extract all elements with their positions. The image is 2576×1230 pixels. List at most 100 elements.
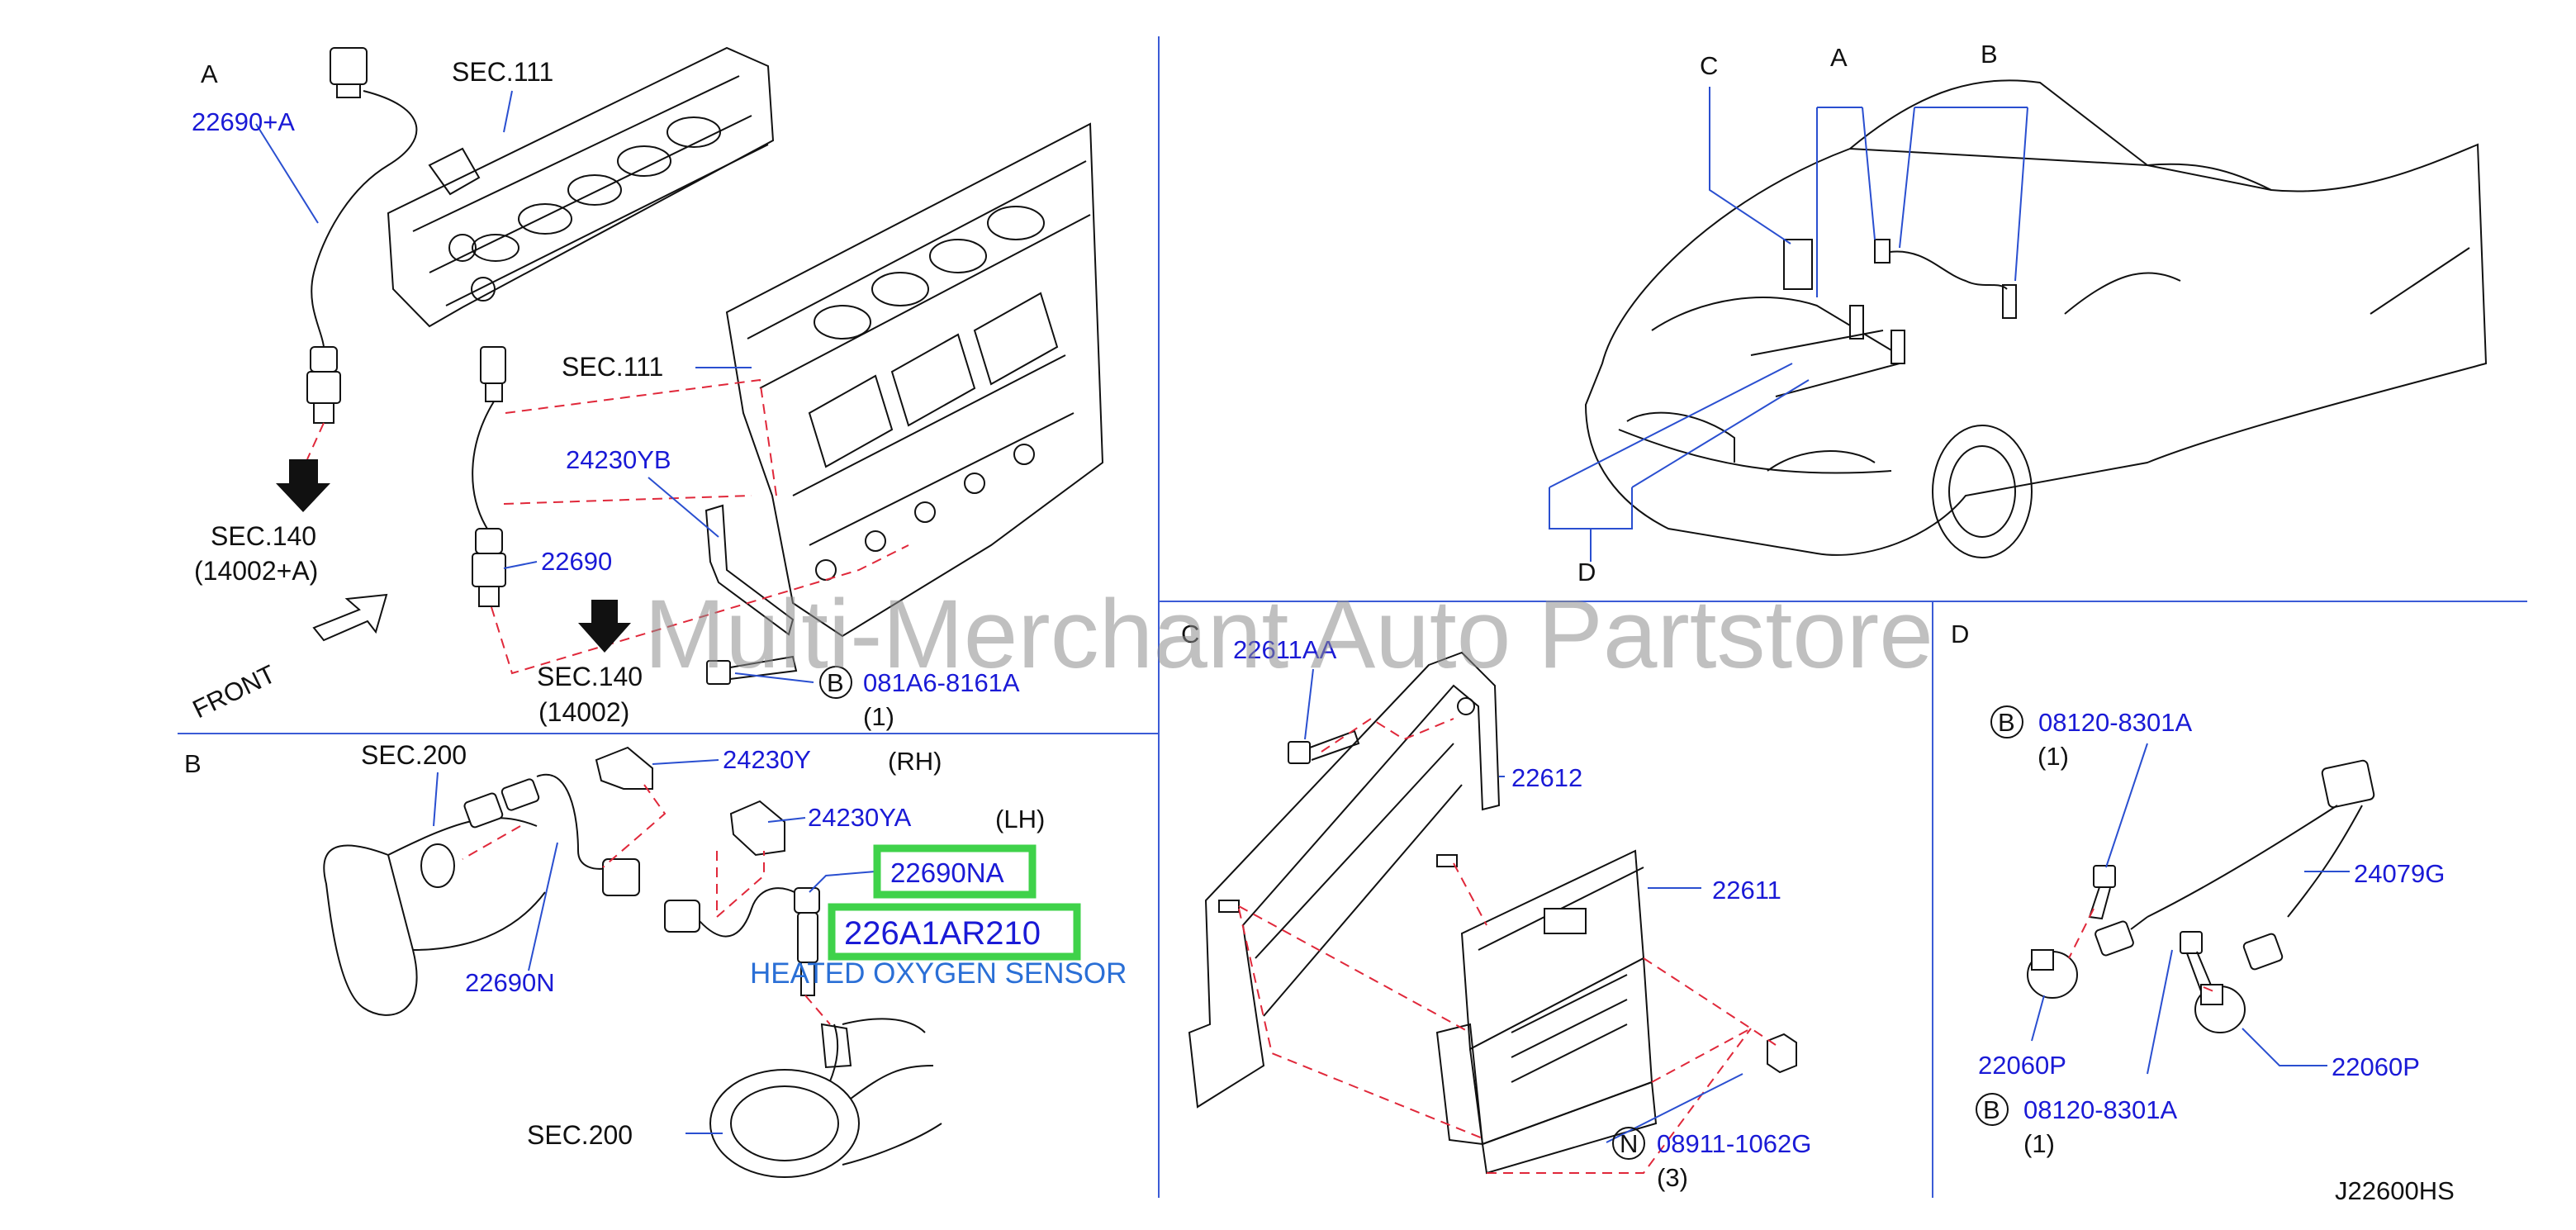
clip-24230ya-dash [716, 851, 765, 919]
arrow-sec140-right-icon [578, 600, 631, 653]
clip-24230y-dash [602, 784, 667, 868]
part-22611aa-label: 22611AA [1233, 635, 1337, 664]
part-22060p-right-label: 22060P [2332, 1052, 2420, 1081]
part-22690na-label[interactable]: 22690NA [890, 857, 1004, 888]
sec140-left-label: SEC.140 [211, 521, 316, 551]
sensor-22690n-dash [462, 825, 521, 860]
overview-label-d: D [1577, 558, 1596, 587]
sec111-mid-label: SEC.111 [562, 352, 663, 382]
ecm-bracket [1188, 651, 1501, 1109]
leader-22690 [503, 561, 538, 569]
leader-sec111-top [503, 90, 513, 133]
knock-sensor-left [2027, 949, 2078, 999]
sensor-22690-dash-top [505, 378, 777, 496]
bracket-hole [1457, 697, 1475, 715]
fastener-081a6-qty: (1) [863, 702, 894, 731]
fastener-08120-bottom-qty: (1) [2023, 1129, 2055, 1158]
sensor-22690na-dash [804, 995, 831, 1025]
fastener-081a6-symbol: B [827, 668, 844, 697]
view-a-tag: A [201, 59, 218, 88]
leader-nut [1606, 1073, 1743, 1143]
leader-22690a [255, 123, 319, 224]
overview-label-a: A [1830, 43, 1848, 72]
view-b-tag: B [184, 749, 202, 778]
arrow-sec140-left-icon [276, 459, 330, 512]
sec200-top-label: SEC.200 [361, 740, 467, 770]
leader-sec200-top [433, 772, 439, 827]
leader-24230yb [648, 477, 719, 538]
part-226a1ar210-label[interactable]: 226A1AR210 [844, 915, 1041, 952]
fastener-081a6: B 081A6-8161A (1) [819, 666, 1020, 731]
sec140-right-label: SEC.140 [537, 662, 643, 691]
highlight-22690na [873, 844, 1037, 899]
panel-dividers [178, 36, 2527, 1198]
fastener-08120-top-code: 08120-8301A [2038, 708, 2192, 737]
fastener-08120-bottom-code: 08120-8301A [2023, 1095, 2177, 1124]
leader-bolt-bottom [2147, 949, 2173, 1075]
part-22690a-label: 22690+A [192, 107, 295, 136]
front-arrow-icon [312, 593, 388, 642]
leader-bolt-a [734, 672, 814, 683]
bolt-081a6-icon [706, 655, 798, 685]
sensor-a-dash [306, 422, 325, 460]
nut-dash [1487, 957, 1777, 1174]
lh-tag: (LH) [995, 805, 1045, 833]
part-24079g-label: 24079G [2354, 859, 2445, 888]
ecm-bracket-detail [1255, 743, 1463, 1017]
highlight-226a1ar210 [828, 903, 1081, 961]
bolt-bottom-dash [2203, 986, 2214, 992]
fastener-08120-top: B 08120-8301A (1) [1990, 705, 2192, 771]
sec200-bottom-label: SEC.200 [527, 1120, 633, 1150]
part-22690n-label: 22690N [465, 968, 555, 997]
stud-left [1218, 900, 1240, 913]
part-24230ya-label: 24230YA [808, 803, 912, 832]
sensor-22690-dash-mid [503, 495, 752, 505]
bolt-top-dash [2068, 908, 2094, 959]
leader-22690n [528, 842, 558, 971]
view-d-tag: D [1951, 620, 1969, 648]
sec140-right-sub-label: (14002) [538, 697, 629, 727]
bolt-08120-bottom-icon [2180, 931, 2213, 993]
part-22690-label: 22690 [541, 547, 612, 576]
exhaust-flange-right [709, 1018, 942, 1178]
cylinder-head-lower [725, 122, 1104, 638]
exhaust-flange-left [323, 817, 546, 1016]
sec140-left-sub-label: (14002+A) [194, 556, 318, 586]
oxygen-sensor-22690 [472, 346, 506, 607]
bolt-22611aa-dash [1321, 717, 1454, 753]
fastener-08911-code: 08911-1062G [1657, 1129, 1811, 1158]
stud-left-dash [1238, 905, 1487, 1141]
clip-24230ya [729, 800, 785, 857]
oxygen-sensor-22690n [463, 773, 640, 896]
nut-08911-icon [1767, 1033, 1797, 1074]
heated-oxygen-sensor-label: HEATED OXYGEN SENSOR [750, 957, 1127, 990]
fastener-08120-bottom-symbol: B [1983, 1095, 2000, 1124]
overview-label-c: C [1700, 51, 1718, 80]
bolt-22611aa-icon [1288, 729, 1360, 764]
clip-24230y [595, 746, 653, 790]
fastener-08120-bottom: B 08120-8301A (1) [1976, 1093, 2177, 1158]
leader-22611aa [1304, 668, 1314, 740]
ecm-unit [1435, 849, 1658, 1175]
view-d: D [1951, 620, 2445, 1158]
sensor-22690-dash-bottom [491, 544, 909, 675]
view-overview: C A B D [1549, 40, 2488, 587]
view-c: C [1181, 620, 1811, 1192]
leader-overview-d [1549, 363, 1810, 562]
stud-upper-dash [1453, 862, 1487, 926]
fastener-08911: N 08911-1062G (3) [1612, 1127, 1811, 1192]
overview-label-b: B [1981, 40, 1998, 69]
fastener-08911-symbol: N [1620, 1129, 1638, 1158]
stud-upper [1436, 854, 1458, 867]
watermark-text: Multi-Merchant Auto Partstore [644, 580, 1933, 689]
part-22611-label: 22611 [1712, 876, 1781, 905]
fastener-08911-qty: (3) [1657, 1163, 1688, 1192]
leader-24230y [652, 759, 719, 765]
knock-sensor-right [2194, 984, 2246, 1033]
part-22060p-left-label: 22060P [1978, 1051, 2066, 1080]
part-24230yb-label: 24230YB [566, 445, 671, 474]
oxygen-sensor-22690a [306, 47, 418, 424]
leader-22690na [809, 871, 876, 893]
